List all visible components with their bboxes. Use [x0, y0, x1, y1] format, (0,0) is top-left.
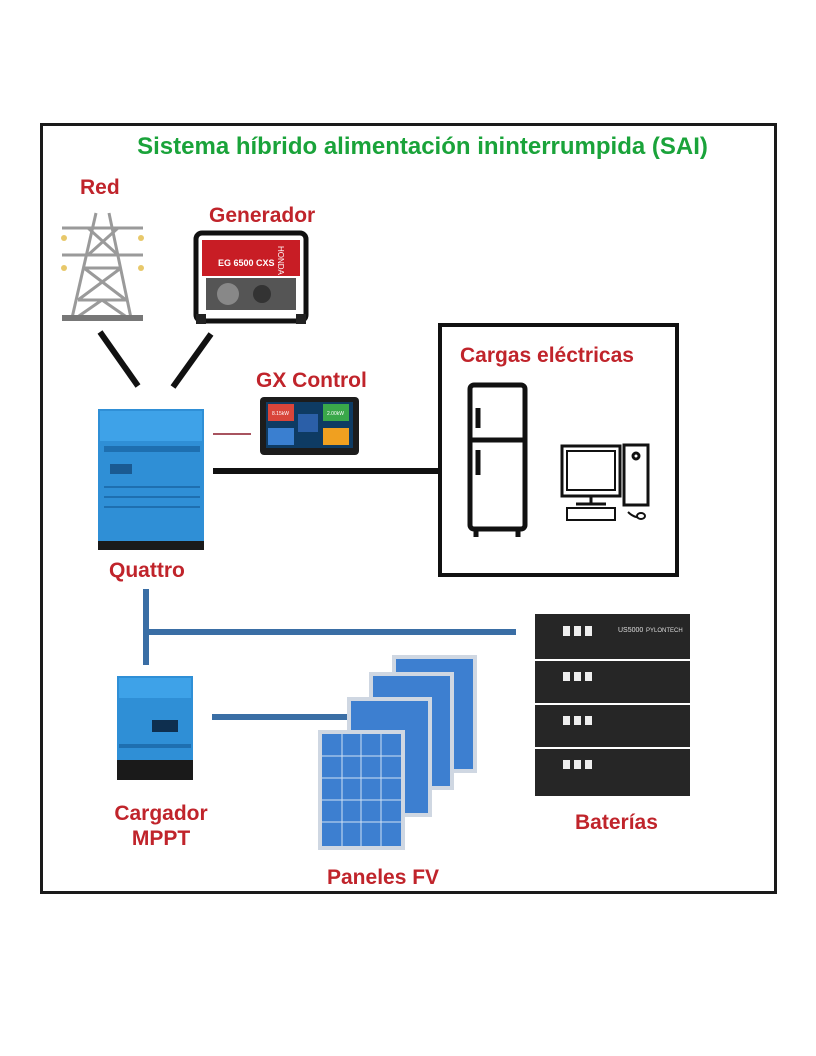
- ac-connections: [97, 330, 440, 474]
- gx-tile-2-text: 2.00kW: [327, 411, 344, 417]
- battery-module-4: [535, 749, 690, 796]
- label-mppt-line1: Cargador: [114, 802, 208, 825]
- label-pv-panels: Paneles FV: [327, 866, 440, 889]
- generator-model-text: EG 6500 CXS: [218, 258, 275, 268]
- grid-line: [97, 330, 141, 388]
- pv-panel-1: [318, 730, 405, 850]
- fridge-icon: [467, 382, 528, 537]
- generator-icon: EG 6500 CXS HONDA: [193, 230, 309, 324]
- battery-module-1: US5000 PYLONTECH: [535, 614, 690, 659]
- pv-panels-icon: [318, 655, 477, 850]
- battery-module-2: [535, 661, 690, 703]
- generator-brand-text: HONDA: [276, 246, 285, 276]
- transmission-tower-icon: [61, 212, 144, 321]
- label-mppt: Cargador MPPT: [106, 801, 216, 851]
- dc-connections: [143, 589, 516, 720]
- gx-control-icon: 8.15kW 2.00kW: [260, 397, 359, 455]
- diagram-title: Sistema híbrido alimentación ininterrump…: [137, 133, 708, 160]
- label-gx-control: GX Control: [256, 369, 367, 392]
- label-batteries: Baterías: [575, 811, 658, 834]
- battery-module-3: [535, 705, 690, 747]
- computer-icon: [560, 443, 650, 521]
- label-quattro: Quattro: [109, 559, 185, 582]
- gx-tile-1-text: 8.15kW: [272, 411, 289, 417]
- battery-brand-text: PYLONTECH: [646, 628, 683, 634]
- label-loads: Cargas eléctricas: [460, 344, 634, 367]
- label-generator: Generador: [209, 204, 316, 227]
- label-grid: Red: [80, 176, 120, 199]
- quattro-inverter-icon: [98, 409, 204, 550]
- mppt-charger-icon: [117, 676, 193, 780]
- generator-line: [170, 332, 214, 389]
- battery-stack-icon: US5000 PYLONTECH: [535, 614, 690, 796]
- label-mppt-line2: MPPT: [131, 827, 191, 850]
- battery-model-text: US5000: [618, 627, 643, 634]
- diagram-frame: [40, 123, 777, 894]
